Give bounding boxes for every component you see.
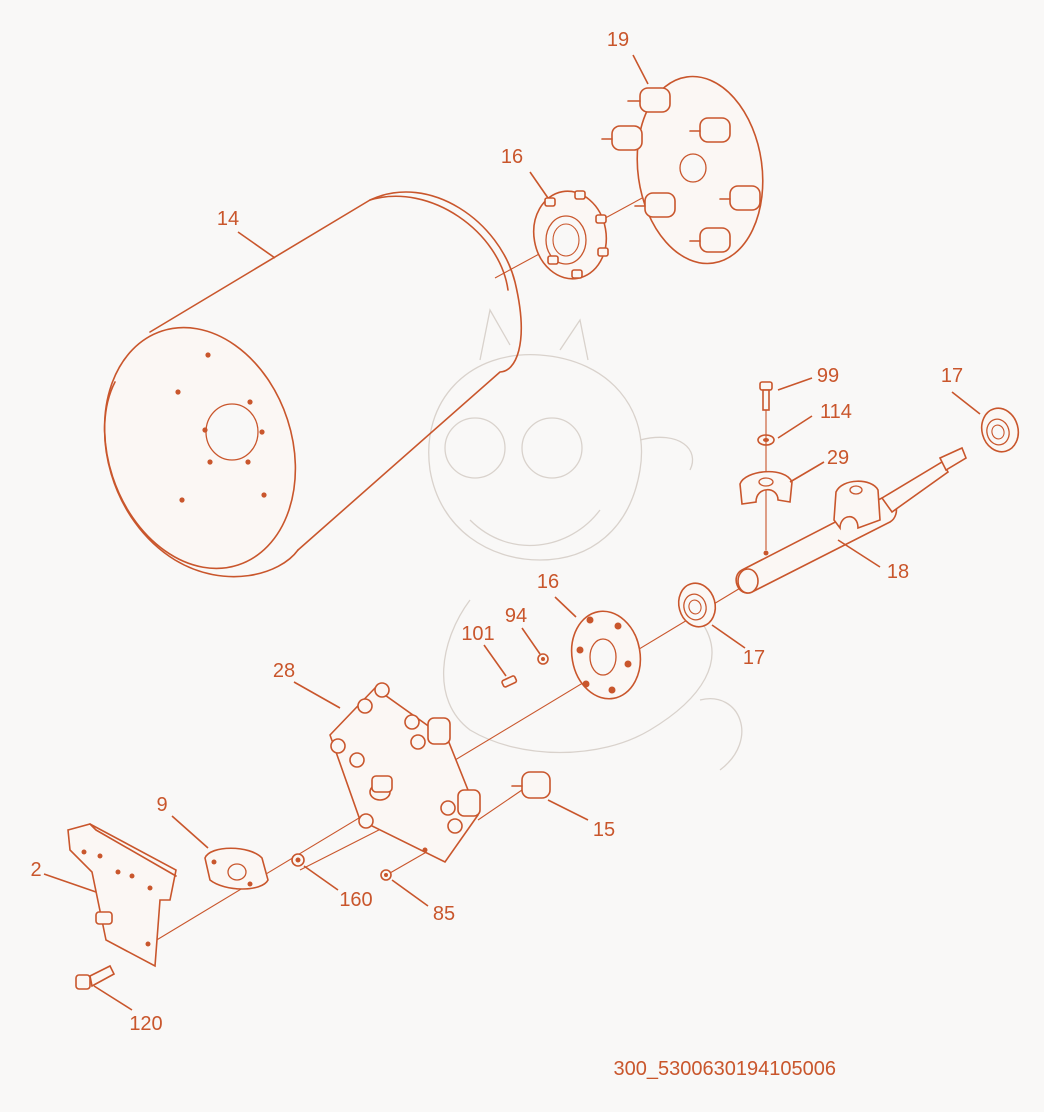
callout-17-mid: 17 — [743, 647, 765, 669]
part-94-nut — [537, 653, 549, 665]
rubber-mounts — [601, 87, 761, 253]
callout-94: 94 — [505, 605, 527, 627]
callout-17-right: 17 — [941, 365, 963, 387]
callout-160: 160 — [339, 889, 372, 911]
part-17-bearing-mid — [677, 582, 717, 628]
callout-2: 2 — [30, 859, 41, 881]
diagram-code: 300_5300630194105006 — [614, 1058, 836, 1080]
part-18-shaft — [735, 446, 967, 594]
part-15-rubber-mount — [511, 771, 551, 799]
part-19-end-plate — [601, 75, 764, 265]
callout-101: 101 — [461, 623, 494, 645]
callout-85: 85 — [433, 903, 455, 925]
callout-16-mid: 16 — [537, 571, 559, 593]
part-9-bearing-block — [204, 847, 269, 890]
callout-28: 28 — [273, 660, 295, 682]
callout-16-top: 16 — [501, 146, 523, 168]
part-99-screw — [759, 381, 773, 411]
leader-lines — [43, 54, 981, 1011]
part-16-hub-top — [532, 190, 609, 280]
part-16-hub-mid — [570, 610, 642, 700]
watermark-dragon — [428, 308, 743, 771]
part-120-bolt — [75, 964, 116, 990]
callout-labels: 19 16 14 99 17 114 29 18 16 94 101 17 28… — [30, 29, 963, 1035]
callout-9: 9 — [156, 794, 167, 816]
callout-29: 29 — [827, 447, 849, 469]
part-28-plate — [329, 682, 481, 864]
callout-15: 15 — [593, 819, 615, 841]
part-29-clamp — [739, 470, 793, 505]
part-85-nut — [380, 869, 392, 881]
part-14-drum — [103, 191, 522, 578]
callout-18: 18 — [887, 561, 909, 583]
part-17-bearing-right — [980, 407, 1020, 453]
callout-120: 120 — [129, 1013, 162, 1035]
part-2-bracket — [67, 823, 177, 968]
callout-19: 19 — [607, 29, 629, 51]
part-160-nut — [291, 853, 305, 867]
callout-99: 99 — [817, 365, 839, 387]
callout-14: 14 — [217, 208, 239, 230]
callout-114: 114 — [820, 401, 852, 423]
part-101-screw — [501, 675, 518, 688]
